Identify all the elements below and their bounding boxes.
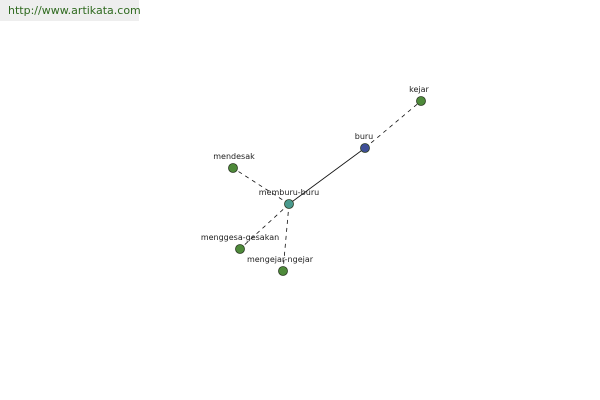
node-label-mendesak: mendesak (213, 152, 255, 161)
graph-labels: buru kejar memburu-buru mendesak menggesa-ge… (201, 85, 430, 264)
edge-memburu-buru-to-mengejar-ngejar (282, 203, 290, 272)
edge-buru-to-kejar (364, 100, 422, 149)
graph-edges (232, 100, 422, 272)
source-link[interactable]: http://www.artikata.com (8, 4, 141, 17)
node-memburu-buru[interactable] (284, 199, 294, 209)
node-label-kejar: kejar (409, 85, 429, 94)
node-mendesak[interactable] (228, 163, 238, 173)
edge-memburu-buru-to-menggesa-gesakan (239, 203, 290, 250)
node-menggesa-gesakan[interactable] (235, 244, 245, 254)
node-mengejar-ngejar[interactable] (278, 266, 288, 276)
source-url-bar: http://www.artikata.com (0, 0, 141, 21)
node-label-buru: buru (355, 132, 374, 141)
graph-nodes (228, 96, 426, 276)
node-label-menggesa-gesakan: menggesa-gesakan (201, 233, 279, 242)
edge-buru-to-memburu-buru (288, 147, 366, 205)
node-label-mengejar-ngejar: mengejar-ngejar (247, 255, 314, 264)
node-buru[interactable] (360, 143, 370, 153)
node-label-memburu-buru: memburu-buru (259, 188, 319, 197)
edge-memburu-buru-to-mendesak (232, 167, 290, 205)
node-kejar[interactable] (416, 96, 426, 106)
